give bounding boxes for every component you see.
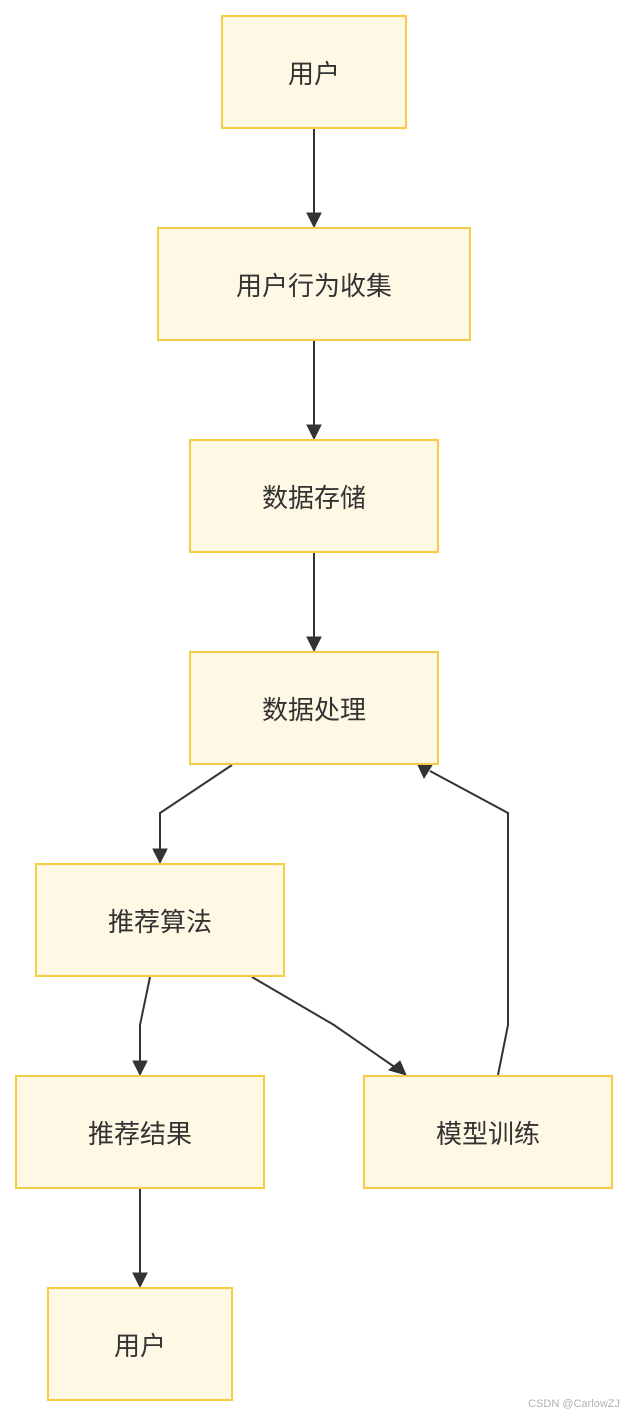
watermark: CSDN @CarlowZJ	[528, 1398, 620, 1410]
node-label: 推荐结果	[87, 1119, 192, 1150]
edge-storage-to-processing	[306, 553, 322, 653]
node-user-top: 用户	[221, 15, 407, 129]
edge-collect-to-storage	[306, 341, 322, 441]
node-label: 推荐算法	[107, 907, 212, 938]
arrow-icon	[132, 1060, 148, 1077]
node-user-bottom: 用户	[47, 1287, 233, 1401]
arrow-icon	[306, 636, 322, 653]
edge-training-to-processing	[417, 764, 509, 1076]
arrow-icon	[306, 212, 322, 229]
node-data-processing: 数据处理	[189, 651, 439, 765]
arrow-icon	[306, 424, 322, 441]
node-label: 用户	[113, 1331, 166, 1362]
node-model-training: 模型训练	[363, 1075, 613, 1189]
arrow-icon	[387, 1060, 407, 1076]
arrow-icon	[152, 848, 168, 865]
arrow-icon	[417, 764, 433, 780]
node-label: 数据存储	[261, 483, 366, 514]
node-label: 用户	[287, 59, 340, 90]
node-recommendation-algorithm: 推荐算法	[35, 863, 285, 977]
node-label: 用户行为收集	[235, 271, 392, 302]
arrow-icon	[132, 1272, 148, 1289]
edge-algorithm-to-result	[132, 976, 151, 1077]
node-label: 数据处理	[261, 695, 366, 726]
edge-processing-to-algorithm	[152, 764, 233, 865]
node-user-behavior-collection: 用户行为收集	[157, 227, 471, 341]
node-recommendation-result: 推荐结果	[15, 1075, 265, 1189]
edge-algorithm-to-training	[251, 976, 407, 1076]
edge-user-to-collect	[306, 129, 322, 229]
node-label: 模型训练	[435, 1119, 540, 1150]
edge-result-to-user	[132, 1189, 148, 1289]
node-data-storage: 数据存储	[189, 439, 439, 553]
